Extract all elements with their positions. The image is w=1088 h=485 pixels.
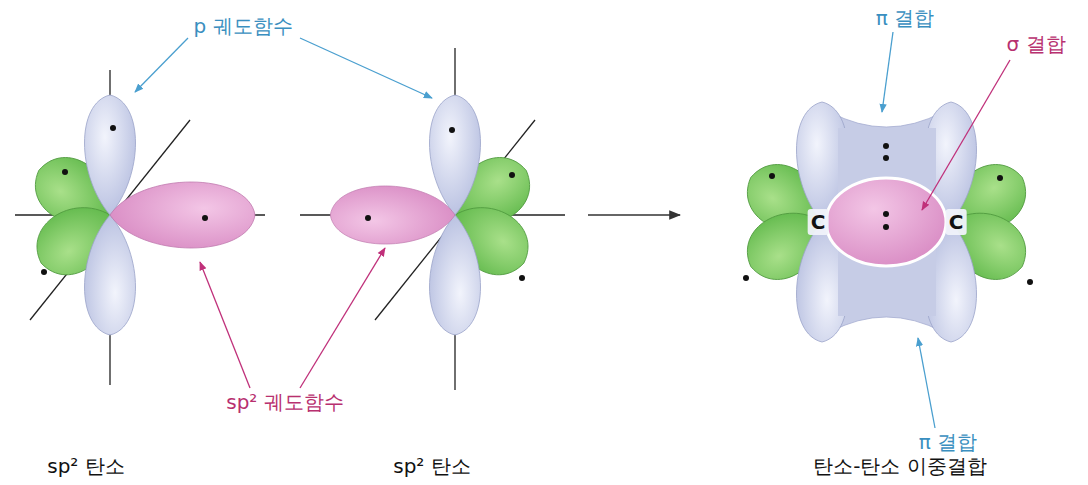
orbital-label: sp² 궤도함수 bbox=[223, 389, 347, 415]
leader-lines bbox=[135, 32, 1010, 428]
bond-caption: 탄소-탄소 이중결합 bbox=[810, 453, 990, 479]
atom-symbol: C bbox=[808, 209, 829, 235]
carbon-caption: sp² 탄소 bbox=[390, 453, 474, 479]
bond-label: π 결합 bbox=[916, 429, 980, 455]
bond-label: σ 결합 bbox=[1003, 31, 1068, 57]
atom-symbol: C bbox=[946, 209, 967, 235]
carbon-caption: sp² 탄소 bbox=[44, 453, 128, 479]
sp2-carbon-left bbox=[15, 70, 265, 385]
sp2-carbon-right bbox=[300, 48, 565, 390]
reaction-arrow bbox=[588, 214, 680, 216]
bond-label: π 결합 bbox=[873, 5, 937, 31]
double-bond bbox=[734, 102, 1038, 342]
orbital-label: p 궤도함수 bbox=[190, 13, 295, 39]
